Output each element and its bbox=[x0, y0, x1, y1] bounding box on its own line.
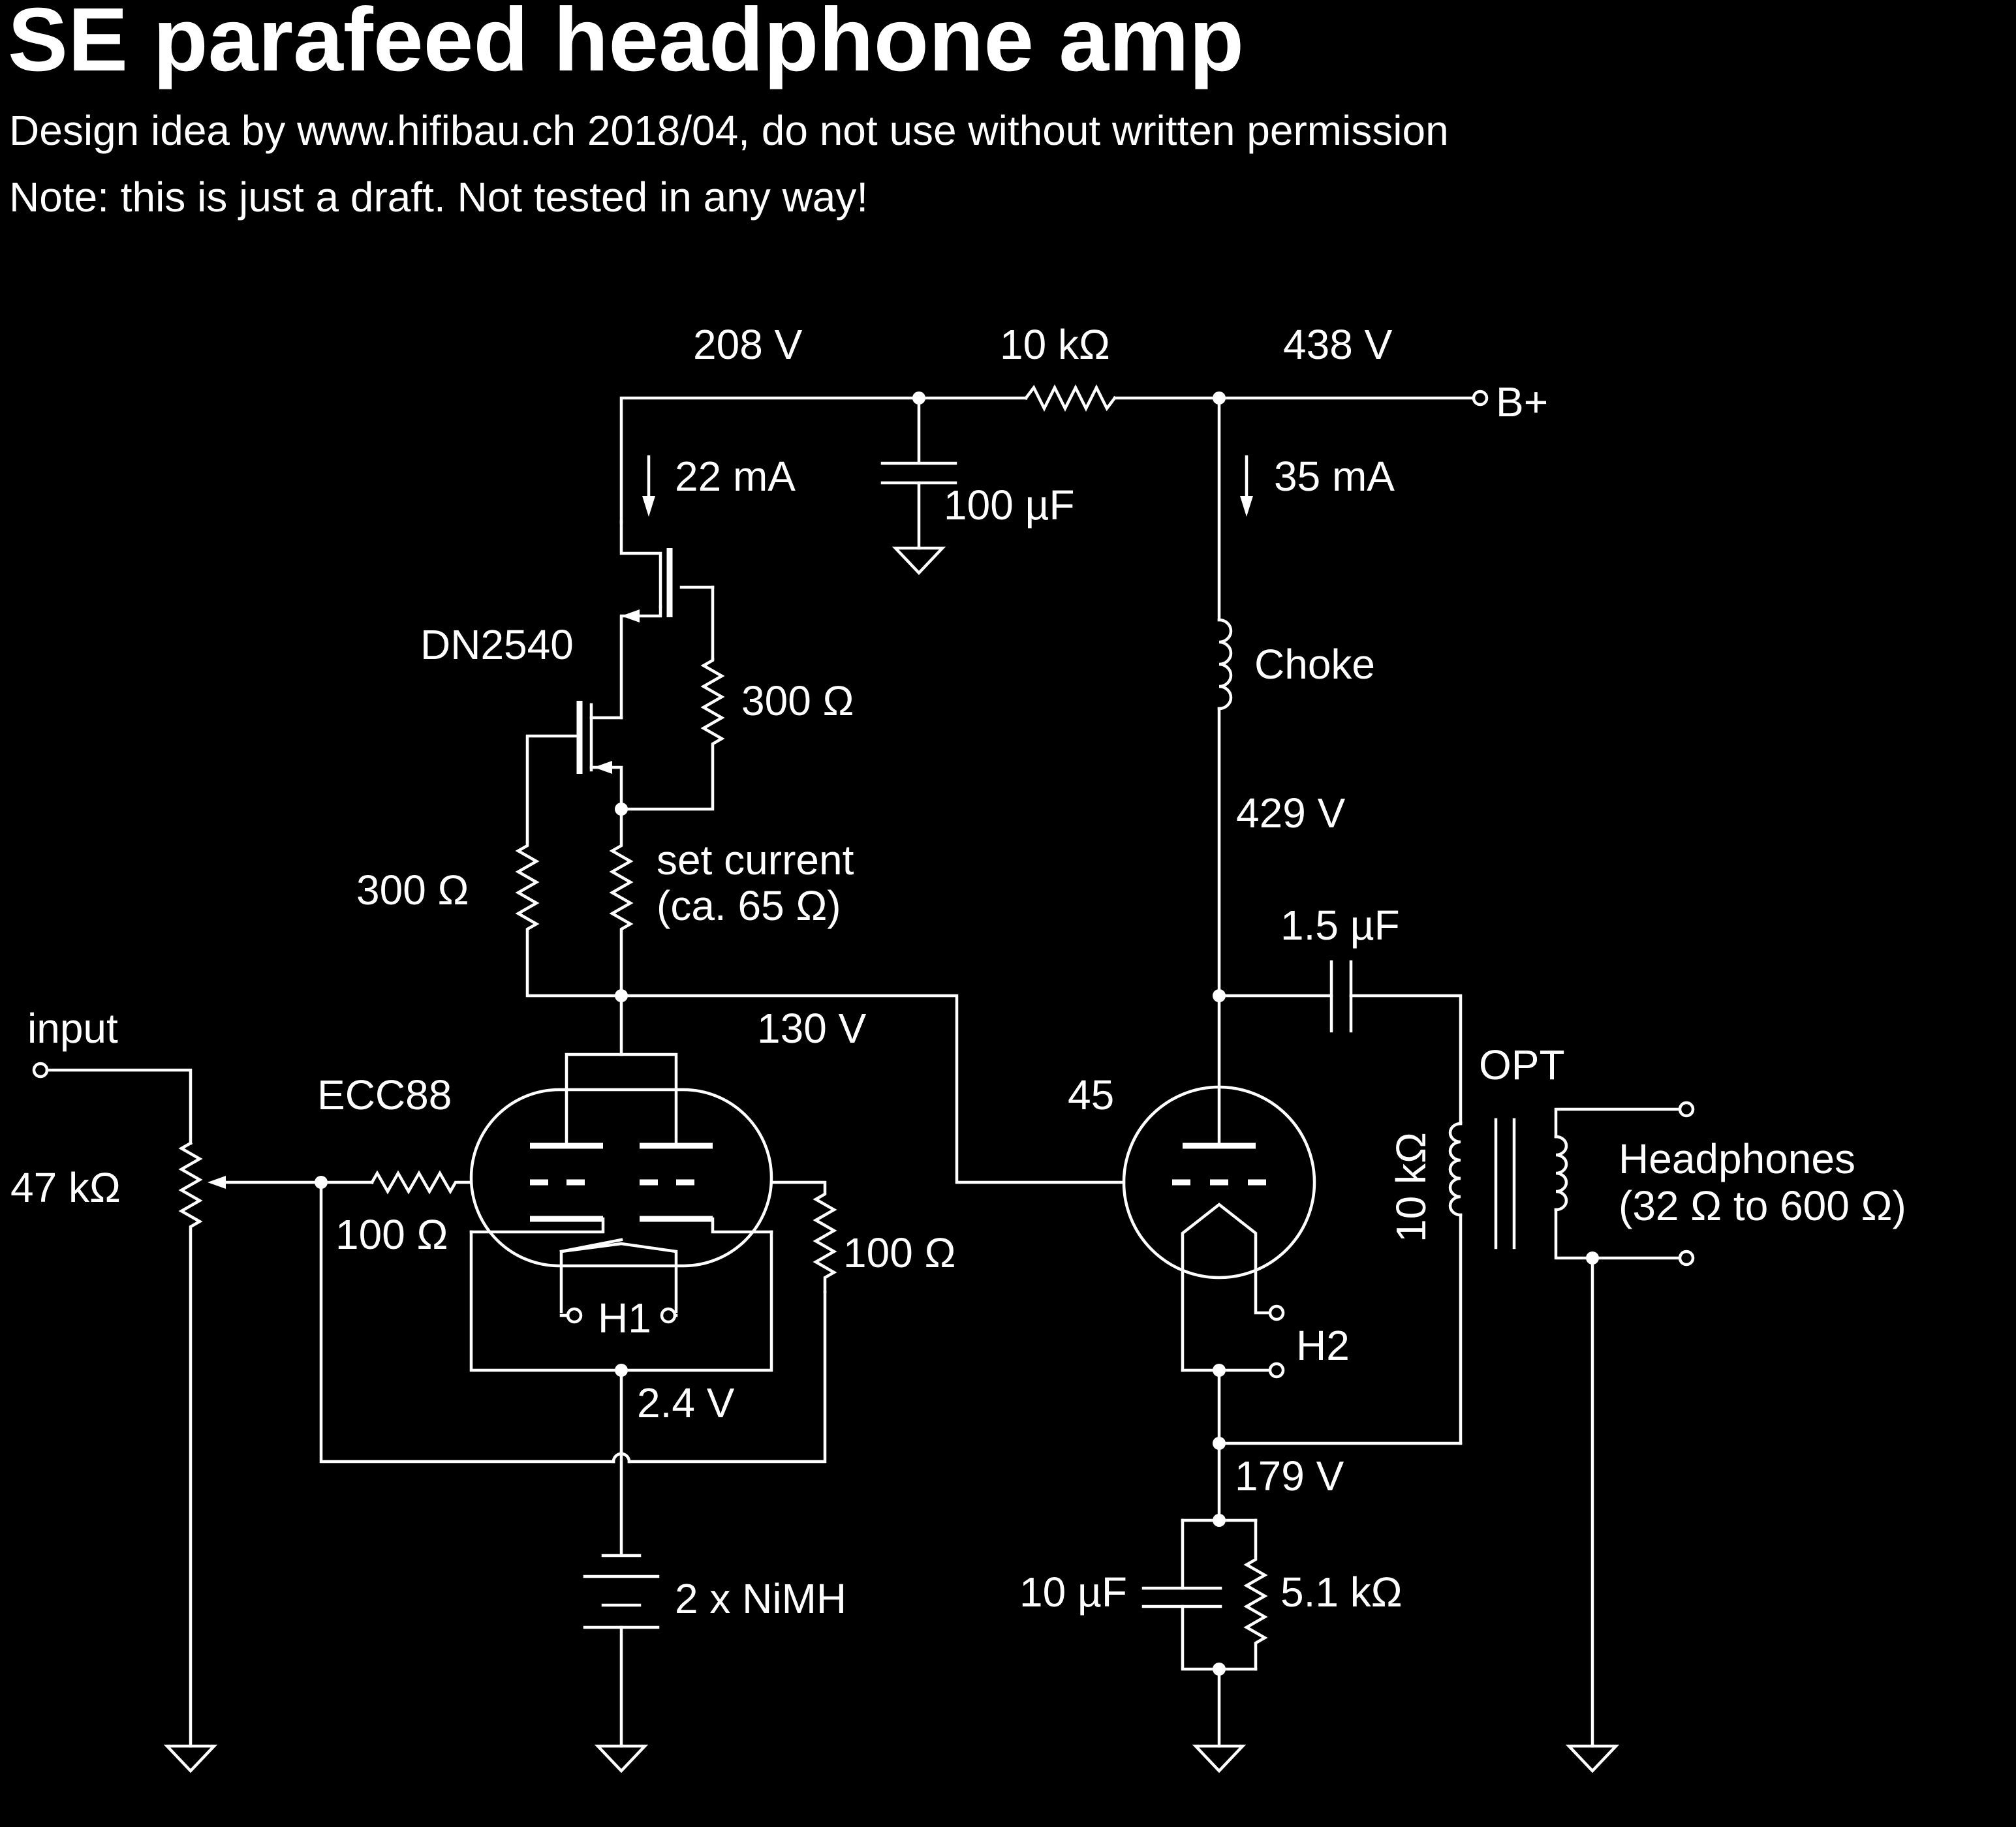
label-300r-top: 300 Ω bbox=[741, 677, 854, 724]
label-set-current: set current bbox=[657, 837, 854, 883]
label-10k-opt: 10 kΩ bbox=[1388, 1132, 1434, 1242]
resistor-set-current bbox=[609, 807, 634, 998]
tube-45 bbox=[1122, 994, 1316, 1379]
choke-inductor bbox=[1217, 396, 1233, 998]
label-bplus: B+ bbox=[1496, 378, 1548, 425]
label-100r-grid: 100 Ω bbox=[335, 1211, 448, 1258]
label-choke: Choke bbox=[1254, 641, 1375, 688]
label-1u5f: 1.5 µF bbox=[1280, 902, 1400, 949]
arrow-22ma bbox=[642, 455, 655, 517]
label-10k-resistor: 10 kΩ bbox=[1000, 321, 1110, 368]
input-potentiometer bbox=[32, 1062, 374, 1773]
mosfet-dn2540-lower bbox=[525, 701, 623, 844]
label-set-current-value: (ca. 65 Ω) bbox=[657, 882, 841, 929]
b-plus-rail bbox=[619, 384, 1489, 524]
resistor-100r-grid bbox=[369, 1170, 473, 1195]
label-2x-nimh: 2 x NiMH bbox=[675, 1575, 846, 1622]
label-2-4v: 2.4 V bbox=[637, 1379, 735, 1426]
label-47k-pot: 47 kΩ bbox=[10, 1164, 121, 1211]
label-208v: 208 V bbox=[693, 321, 803, 368]
arrow-35ma bbox=[1240, 455, 1253, 517]
mosfet-dn2540-upper bbox=[619, 520, 715, 720]
coupling-capacitor-1u5 bbox=[1217, 960, 1463, 1124]
resistor-300r-top bbox=[619, 657, 725, 811]
subtitle-credit: Design idea by www.hifibau.ch 2018/04, d… bbox=[9, 107, 1449, 154]
label-22ma: 22 mA bbox=[675, 453, 796, 500]
label-opt: OPT bbox=[1479, 1041, 1565, 1088]
output-transformer bbox=[1448, 1101, 1695, 1773]
label-headphones-range: (32 Ω to 600 Ω) bbox=[1619, 1182, 1906, 1229]
label-429v: 429 V bbox=[1236, 790, 1346, 837]
label-35ma: 35 mA bbox=[1274, 453, 1395, 500]
junction-headphone-ground bbox=[1586, 1251, 1599, 1265]
label-45: 45 bbox=[1068, 1071, 1114, 1118]
resistor-300r-left bbox=[515, 840, 623, 998]
cathode-network-45 bbox=[1141, 1368, 1463, 1773]
battery-2x-nimh bbox=[583, 1554, 660, 1773]
capacitor-100uf bbox=[880, 396, 957, 576]
label-h2: H2 bbox=[1296, 1322, 1350, 1369]
junction-cathode-bottom bbox=[1213, 1663, 1226, 1676]
label-100uf: 100 µF bbox=[944, 482, 1075, 529]
label-100r-right: 100 Ω bbox=[843, 1229, 955, 1276]
junction-cathode-top bbox=[1213, 1514, 1226, 1527]
page-title: SE parafeed headphone amp bbox=[8, 0, 1244, 90]
label-179v: 179 V bbox=[1235, 1452, 1344, 1499]
junction-grid bbox=[315, 1176, 328, 1189]
label-438v: 438 V bbox=[1283, 321, 1393, 368]
label-ecc88: ECC88 bbox=[317, 1071, 452, 1118]
junction-cathode-ecc88 bbox=[615, 1364, 628, 1377]
junction-179v bbox=[1213, 1437, 1226, 1450]
wire-to-45-grid bbox=[619, 994, 1126, 1184]
label-h1: H1 bbox=[598, 1295, 651, 1342]
subtitle-note: Note: this is just a draft. Not tested i… bbox=[9, 174, 868, 221]
label-5k1: 5.1 kΩ bbox=[1280, 1569, 1403, 1616]
label-10uf: 10 µF bbox=[1019, 1569, 1127, 1616]
label-input: input bbox=[27, 1005, 118, 1052]
label-dn2540: DN2540 bbox=[420, 621, 574, 668]
ecc88-cathode-network bbox=[319, 1180, 837, 1555]
label-300r-left: 300 Ω bbox=[356, 867, 469, 914]
label-headphones: Headphones bbox=[1619, 1135, 1855, 1182]
label-130v: 130 V bbox=[757, 1005, 867, 1052]
